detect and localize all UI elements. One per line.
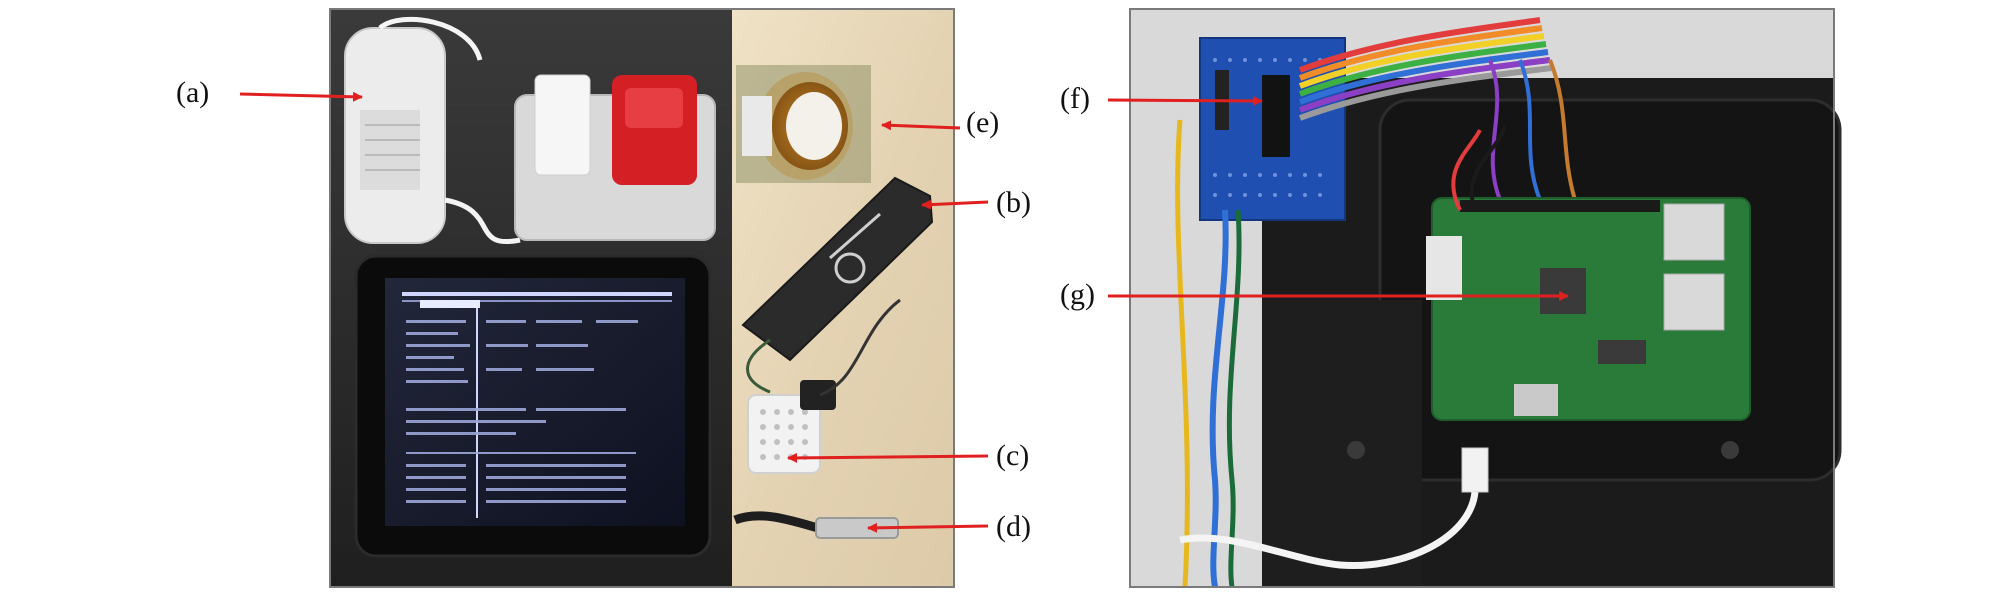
- label-e: (e): [966, 106, 999, 139]
- arrow-a: [239, 91, 363, 102]
- power-adapter: [344, 16, 521, 244]
- usb-cable: [1179, 447, 1489, 570]
- label-g: (g): [1060, 278, 1095, 311]
- left-photo-border: [329, 8, 955, 588]
- label-c: (c): [996, 439, 1029, 472]
- touch-display: [354, 254, 712, 558]
- label-a: (a): [176, 76, 209, 109]
- arrow-b: [921, 199, 989, 210]
- raspberry-pi-board: [1426, 124, 1751, 421]
- arrow-f: [1107, 95, 1263, 106]
- label-f: (f): [1060, 82, 1090, 115]
- side-wires: [1175, 119, 1242, 588]
- arrow-e: [881, 120, 961, 131]
- ribbon-cable: [1298, 17, 1577, 201]
- perf-board: [1199, 37, 1346, 221]
- right-photo: [1129, 8, 1842, 588]
- arrow-d: [867, 522, 989, 533]
- right-photo-border: [1129, 8, 1835, 588]
- annotation-arrows: [239, 91, 1569, 533]
- left-photo: [329, 8, 955, 588]
- annotation-labels: (a) (e) (b) (c) (d) (f) (g): [176, 76, 1095, 543]
- cup-sensor: [736, 65, 871, 183]
- humidity-sensor-board: [747, 298, 901, 474]
- temperature-probe: [733, 511, 899, 539]
- label-b: (b): [996, 186, 1031, 219]
- label-d: (d): [996, 510, 1031, 543]
- arrow-c: [787, 452, 989, 463]
- power-strip: [514, 74, 716, 241]
